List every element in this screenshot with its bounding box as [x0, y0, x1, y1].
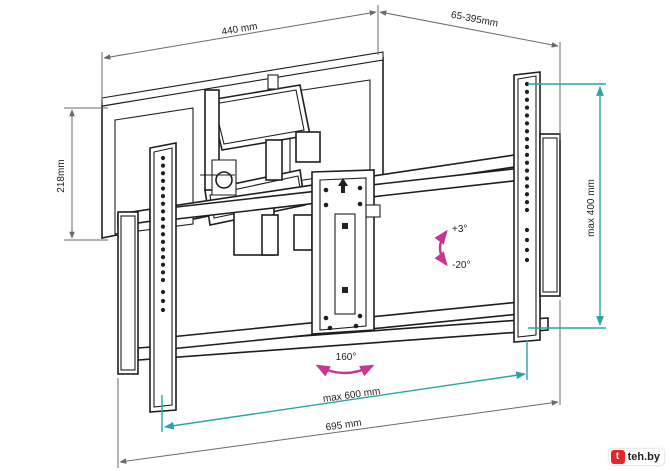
bracket-hole: [524, 176, 530, 181]
bracket-hole: [524, 200, 530, 205]
bracket-hole: [160, 270, 166, 275]
swivel-arrow-icon: [315, 364, 375, 377]
bracket-hole: [524, 237, 530, 243]
bracket-hole: [160, 232, 166, 237]
bracket-hole: [160, 277, 166, 283]
carriage-hole: [357, 201, 363, 207]
bracket-hole: [524, 184, 530, 189]
carriage-hole: [323, 315, 329, 321]
bracket-hole: [160, 298, 166, 304]
up-arrow-icon: [338, 178, 348, 193]
bracket-hole: [160, 289, 166, 295]
bracket-hole: [524, 97, 530, 102]
site-logo-icon: t: [610, 450, 625, 464]
bracket-hole: [160, 163, 166, 168]
bracket-hole: [524, 137, 530, 142]
tilt-arrow-icon: [434, 229, 448, 267]
bracket-hole: [524, 168, 530, 173]
label-height-left: 218mm: [56, 159, 67, 192]
bracket-hole: [524, 247, 530, 253]
bracket-hole: [524, 227, 530, 233]
carriage-hole: [357, 313, 363, 319]
bracket-hole: [524, 129, 530, 134]
center-carriage: [311, 169, 381, 335]
site-watermark: t teh.by: [608, 449, 664, 465]
bracket-hole: [524, 144, 530, 150]
dim-line-depth: [379, 10, 559, 48]
bracket-hole: [160, 201, 166, 206]
motion-arrows: [315, 229, 448, 377]
bracket-hole: [524, 152, 530, 157]
bracket-hole: [160, 255, 166, 260]
carriage-hole: [357, 185, 363, 191]
bracket-hole: [160, 262, 166, 267]
label-max-horizontal: max 600 mm: [322, 386, 381, 405]
carriage-hole: [353, 323, 359, 329]
label-tilt-up: +3°: [452, 224, 467, 235]
bracket-hole: [160, 209, 166, 214]
bracket-hole: [524, 192, 530, 197]
bracket-hole: [160, 307, 166, 313]
bracket-hole: [524, 105, 530, 110]
carriage-slot: [342, 223, 348, 229]
bracket-hole: [524, 207, 530, 213]
label-max-vertical: max 400 mm: [586, 179, 597, 237]
bracket-hole: [524, 113, 530, 118]
bracket-hole: [160, 194, 166, 199]
bracket-holes: [160, 81, 530, 331]
bracket-hole: [160, 224, 166, 229]
left-vertical-bracket: [117, 142, 177, 413]
bracket-hole: [160, 171, 166, 176]
carriage-hole: [327, 325, 333, 331]
bracket-hole: [160, 178, 166, 183]
right-vertical-bracket: [513, 71, 561, 343]
teal-dimension-lines: [161, 83, 606, 432]
bracket-hole: [524, 81, 530, 87]
dim-line-695: [119, 400, 559, 464]
dim-line-440: [103, 10, 377, 60]
site-name: teh.by: [627, 451, 660, 463]
bracket-hole: [524, 89, 530, 94]
bracket-hole: [524, 257, 530, 263]
dim-line-600: [164, 371, 526, 430]
label-total-width: 695 mm: [325, 418, 362, 434]
carriage-hole: [323, 187, 329, 193]
bracket-hole: [160, 186, 166, 191]
bracket-hole: [524, 160, 530, 165]
carriage-hole: [323, 202, 329, 208]
bracket-hole: [160, 247, 166, 252]
label-swivel: 160°: [336, 352, 357, 363]
label-tilt-down: -20°: [452, 260, 470, 271]
carriage-slot: [342, 287, 348, 293]
bracket-hole: [160, 239, 166, 244]
bracket-hole: [524, 121, 530, 126]
bracket-hole: [160, 216, 166, 222]
bracket-hole: [160, 155, 166, 161]
